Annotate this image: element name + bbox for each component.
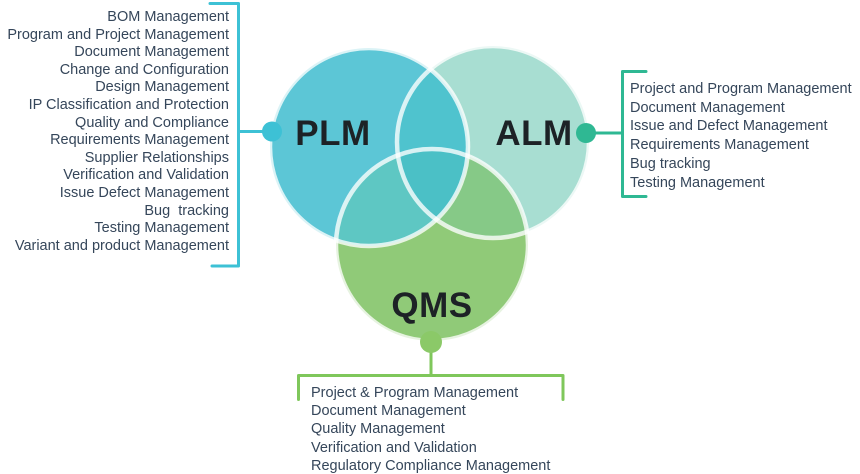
qms-feature-list: Project & Program Management Document Ma… [311, 384, 591, 474]
alm-feature-list: Project and Program Management Document … [630, 80, 860, 192]
qms-bracket [297, 374, 565, 401]
qms-circle-label: QMS [391, 286, 473, 325]
plm-list-item: Program and Project Management [7, 26, 229, 43]
qms-list-item: Document Management [311, 403, 466, 420]
alm-list-item: Document Management [630, 99, 785, 116]
plm-list-item: Change and Configuration [59, 61, 229, 78]
plm-list-item: BOM Management [107, 9, 229, 25]
alm-circle-label: ALM [495, 114, 573, 153]
plm-feature-list: BOM Management Program and Project Manag… [0, 9, 229, 255]
alm-list-item: Project and Program Management [630, 81, 852, 97]
plm-list-item: Supplier Relationships [84, 149, 229, 166]
alm-list-item: Requirements Management [630, 137, 809, 154]
alm-qms-overlap [397, 149, 528, 238]
alm-list-item: Issue and Defect Management [630, 118, 828, 135]
alm-list-item: Testing Management [630, 174, 765, 191]
plm-circle-label: PLM [295, 114, 371, 153]
alm-connector-dot [576, 123, 596, 143]
plm-list-item: Document Management [74, 44, 229, 61]
qms-list-item: Quality Management [311, 421, 445, 438]
qms-list-item: Project & Program Management [311, 385, 519, 401]
plm-list-item: Requirements Management [50, 132, 229, 149]
plm-list-item: Issue Defect Management [59, 184, 229, 201]
plm-list-item: Bug tracking [144, 202, 229, 219]
qms-list-item: Verification and Validation [311, 439, 477, 456]
plm-list-item: IP Classification and Protection [28, 96, 229, 113]
plm-list-item: Design Management [95, 79, 229, 96]
plm-list-item: Verification and Validation [63, 167, 229, 184]
qms-connector-dot [420, 331, 442, 353]
plm-bracket [208, 2, 240, 268]
plm-list-item: Variant and product Management [14, 237, 229, 254]
qms-list-item: Regulatory Compliance Management [311, 457, 551, 474]
alm-list-item: Bug tracking [630, 155, 711, 172]
plm-list-item: Testing Management [94, 220, 229, 237]
plm-circle-outline [267, 45, 471, 249]
plm-list-item: Quality and Compliance [75, 114, 229, 131]
plm-connector-dot [262, 121, 282, 142]
